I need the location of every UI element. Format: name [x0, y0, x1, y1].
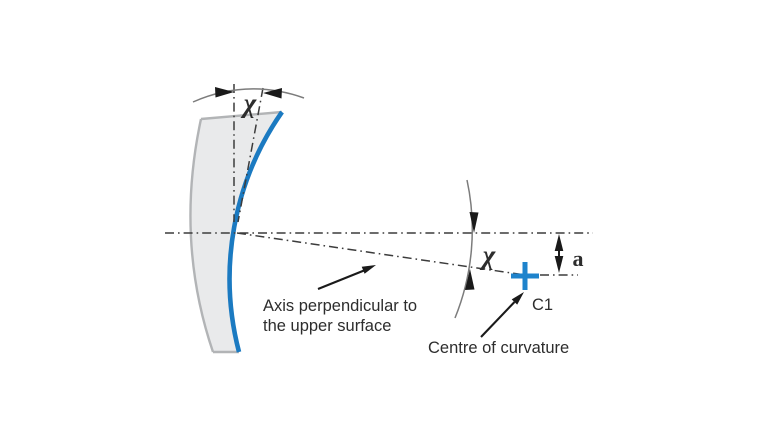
- centre-point-label: C1: [532, 296, 553, 314]
- centre-note-leader-line: [480, 301, 516, 338]
- lens-body: [190, 112, 282, 352]
- axis-note-line1: Axis perpendicular to: [263, 297, 417, 315]
- tilted-surface-plane-line: [237, 87, 264, 223]
- lens-left-surface: [189, 118, 215, 353]
- surface-normal-axis-line: [236, 232, 533, 277]
- dimension-a-arrowhead-up-icon: [554, 234, 564, 251]
- axis-note-leader-line: [317, 269, 365, 290]
- lens-top-edge: [200, 110, 283, 121]
- axis-note-arrowhead-icon: [361, 265, 376, 274]
- dimension-a-arrowhead-down-icon: [554, 256, 564, 273]
- angle-arrowhead-down-icon: [469, 212, 479, 233]
- tilt-arrowhead-right-icon: [263, 88, 282, 99]
- offset-dimension-label: a: [573, 246, 584, 271]
- centre-of-curvature-cross-icon: [511, 262, 539, 290]
- angle-arrowhead-up-icon: [465, 269, 475, 290]
- axis-note-line2: the upper surface: [263, 317, 391, 335]
- centre-note-arrowhead-icon: [511, 292, 524, 305]
- angle-arc-right: [454, 179, 474, 319]
- lens-upper-surface-blue: [227, 110, 284, 353]
- tilt-angle-label-right: χ: [479, 240, 496, 270]
- tilt-angle-label-top: χ: [240, 88, 257, 118]
- tilt-angle-arc-top: [192, 88, 305, 103]
- tilt-arrowhead-left-icon: [215, 87, 234, 98]
- centre-note-label: Centre of curvature: [428, 339, 569, 357]
